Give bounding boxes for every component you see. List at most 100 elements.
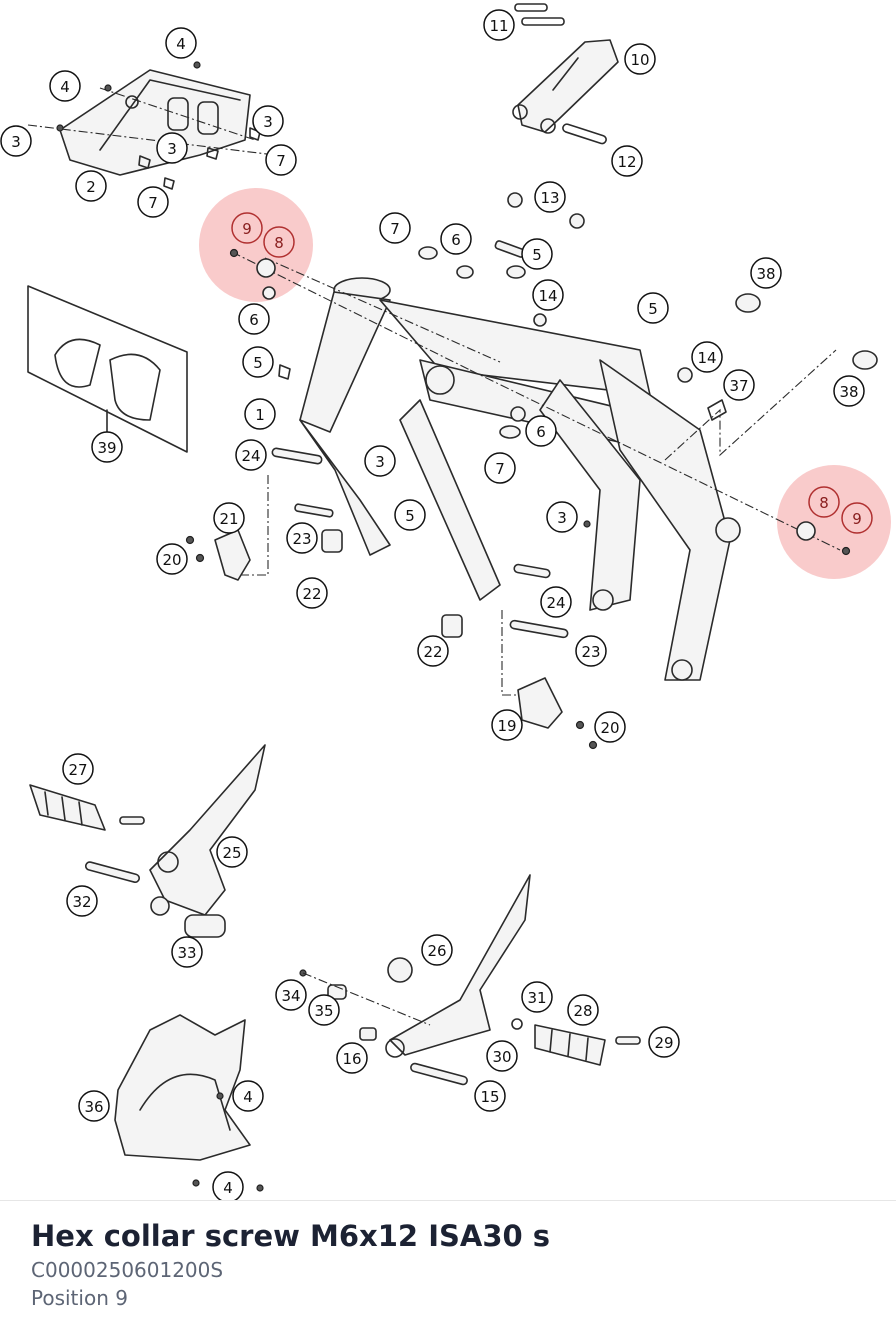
callout-label: 4 <box>60 78 70 96</box>
callout-36-1[interactable]: 36 <box>78 1090 110 1122</box>
callout-22-2[interactable]: 22 <box>417 635 449 667</box>
callout-label: 8 <box>819 494 829 512</box>
callout-10-1[interactable]: 10 <box>624 43 656 75</box>
callout-5-4[interactable]: 5 <box>394 499 426 531</box>
callout-label: 6 <box>536 423 546 441</box>
callout-29-1[interactable]: 29 <box>648 1026 680 1058</box>
callout-3-3[interactable]: 3 <box>156 132 188 164</box>
headlight-bracket <box>27 61 276 190</box>
callout-8-1[interactable]: 8 <box>263 226 295 258</box>
callout-22-1[interactable]: 22 <box>296 577 328 609</box>
callout-24-1[interactable]: 24 <box>235 439 267 471</box>
part-info-panel: Hex collar screw M6x12 ISA30 s C00002506… <box>0 1200 896 1336</box>
callout-14-1[interactable]: 14 <box>532 279 564 311</box>
decal-sheet <box>27 285 188 453</box>
rear-bracket <box>512 3 619 145</box>
callout-label: 29 <box>654 1034 673 1052</box>
callout-label: 39 <box>97 439 116 457</box>
callout-8-2[interactable]: 8 <box>808 486 840 518</box>
part-name: Hex collar screw M6x12 ISA30 s <box>31 1219 551 1253</box>
callout-label: 16 <box>342 1050 361 1068</box>
callout-label: 27 <box>68 761 87 779</box>
callout-label: 9 <box>242 220 252 238</box>
callout-34-1[interactable]: 34 <box>275 979 307 1011</box>
callout-32-1[interactable]: 32 <box>66 885 98 917</box>
callout-label: 8 <box>274 234 284 252</box>
callout-37-1[interactable]: 37 <box>723 369 755 401</box>
callout-21-1[interactable]: 21 <box>213 502 245 534</box>
callout-31-1[interactable]: 31 <box>521 981 553 1013</box>
callout-39-1[interactable]: 39 <box>91 431 123 463</box>
callout-7-2[interactable]: 7 <box>265 144 297 176</box>
callout-38-1[interactable]: 38 <box>750 257 782 289</box>
callout-12-1[interactable]: 12 <box>611 145 643 177</box>
callout-38-2[interactable]: 38 <box>833 375 865 407</box>
callout-label: 5 <box>648 300 658 318</box>
callout-label: 15 <box>480 1088 499 1106</box>
callout-2-1[interactable]: 2 <box>75 170 107 202</box>
callout-3-2[interactable]: 3 <box>252 105 284 137</box>
callout-28-1[interactable]: 28 <box>567 994 599 1026</box>
callout-6-1[interactable]: 6 <box>440 223 472 255</box>
exploded-parts-diagram: 1233333444455556667777889910111213141415… <box>0 3 891 1200</box>
callout-9-1[interactable]: 9 <box>231 212 263 244</box>
callout-label: 20 <box>162 551 181 569</box>
callout-label: 22 <box>302 585 321 603</box>
callout-23-1[interactable]: 23 <box>286 522 318 554</box>
right-footpeg-assembly <box>299 874 641 1086</box>
callout-11-1[interactable]: 11 <box>483 9 515 41</box>
callout-14-2[interactable]: 14 <box>691 341 723 373</box>
callout-label: 36 <box>84 1098 103 1116</box>
callout-label: 7 <box>390 220 400 238</box>
callout-16-1[interactable]: 16 <box>336 1042 368 1074</box>
callout-label: 20 <box>600 719 619 737</box>
callout-26-1[interactable]: 26 <box>421 934 453 966</box>
callout-33-1[interactable]: 33 <box>171 936 203 968</box>
callout-23-2[interactable]: 23 <box>575 635 607 667</box>
callout-label: 11 <box>489 17 508 35</box>
callout-4-1[interactable]: 4 <box>165 27 197 59</box>
callout-5-2[interactable]: 5 <box>637 292 669 324</box>
callout-label: 3 <box>375 453 385 471</box>
callout-7-4[interactable]: 7 <box>484 452 516 484</box>
callout-label: 38 <box>839 383 858 401</box>
callout-label: 26 <box>427 942 446 960</box>
callout-4-2[interactable]: 4 <box>49 70 81 102</box>
callout-1-1[interactable]: 1 <box>244 398 276 430</box>
frame-hardware <box>229 192 878 556</box>
callout-label: 12 <box>617 153 636 171</box>
callout-19-1[interactable]: 19 <box>491 709 523 741</box>
callout-25-1[interactable]: 25 <box>216 836 248 868</box>
callout-27-1[interactable]: 27 <box>62 753 94 785</box>
callout-20-1[interactable]: 20 <box>156 543 188 575</box>
callout-35-1[interactable]: 35 <box>308 994 340 1026</box>
callout-5-3[interactable]: 5 <box>242 346 274 378</box>
callout-4-4[interactable]: 4 <box>212 1171 244 1200</box>
callout-3-4[interactable]: 3 <box>364 445 396 477</box>
callout-30-1[interactable]: 30 <box>486 1040 518 1072</box>
callout-label: 34 <box>281 987 300 1005</box>
side-brackets <box>185 447 598 750</box>
callout-label: 3 <box>167 140 177 158</box>
callout-3-5[interactable]: 3 <box>546 501 578 533</box>
callout-3-1[interactable]: 3 <box>0 125 32 157</box>
callout-13-1[interactable]: 13 <box>534 181 566 213</box>
callout-7-3[interactable]: 7 <box>137 186 169 218</box>
callout-7-1[interactable]: 7 <box>379 212 411 244</box>
sprocket-cover <box>114 1014 264 1192</box>
callout-label: 24 <box>241 447 260 465</box>
callout-label: 5 <box>253 354 263 372</box>
callout-15-1[interactable]: 15 <box>474 1080 506 1112</box>
callout-6-2[interactable]: 6 <box>238 303 270 335</box>
callout-24-2[interactable]: 24 <box>540 586 572 618</box>
callout-9-2[interactable]: 9 <box>841 502 873 534</box>
callout-label: 30 <box>492 1048 511 1066</box>
callout-6-3[interactable]: 6 <box>525 415 557 447</box>
callout-label: 21 <box>219 510 238 528</box>
callout-4-3[interactable]: 4 <box>232 1080 264 1112</box>
callout-20-2[interactable]: 20 <box>594 711 626 743</box>
callout-label: 6 <box>249 311 259 329</box>
callout-label: 2 <box>86 178 96 196</box>
callout-label: 14 <box>538 287 557 305</box>
callout-5-1[interactable]: 5 <box>521 238 553 270</box>
